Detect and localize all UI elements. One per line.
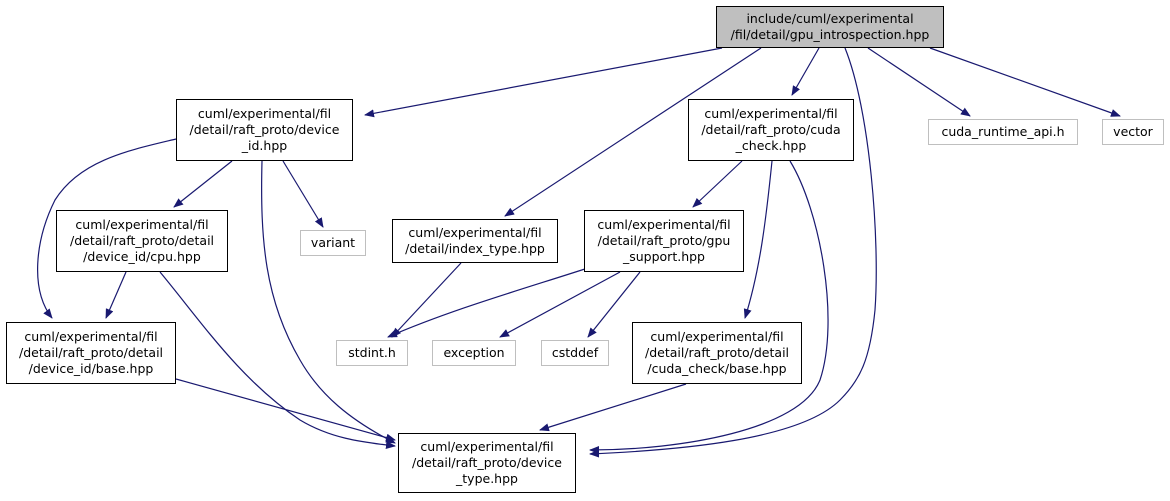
edge-cuda-check-to-cuda-check-base	[743, 160, 773, 319]
node-label: variant	[310, 235, 356, 250]
edge-gpu-introspection-to-device-id	[364, 47, 723, 118]
edge-device-id-cpu-to-device-type	[159, 271, 396, 449]
edge-gpu-introspection-to-cuda-check	[791, 47, 820, 96]
node-cuda-runtime-api-h: cuda_runtime_api.h	[928, 119, 1078, 145]
node-gpu-support-hpp[interactable]: cuml/experimental/fil /detail/raft_proto…	[584, 210, 744, 272]
node-vector: vector	[1102, 119, 1164, 145]
node-label: exception	[443, 345, 505, 360]
node-gpu-introspection-hpp[interactable]: include/cuml/experimental /fil/detail/gp…	[716, 6, 944, 48]
node-label: cstddef	[551, 345, 599, 360]
edge-device-id-to-device-id-cpu	[173, 160, 233, 208]
edge-device-id-cpu-to-device-id-base	[105, 271, 127, 319]
node-label: cuda_runtime_api.h	[941, 124, 1065, 139]
edge-cuda-check-to-device-type	[589, 160, 829, 454]
node-label: vector	[1113, 124, 1153, 139]
node-label: cuml/experimental/fil /detail/raft_proto…	[644, 329, 790, 376]
edge-cuda-check-base-to-device-type	[539, 383, 687, 432]
node-label: cuml/experimental/fil /detail/raft_proto…	[597, 217, 731, 264]
edge-device-id-to-variant	[282, 160, 324, 228]
edge-cuda-check-to-gpu-support	[692, 160, 743, 208]
node-device-id-cpu-hpp[interactable]: cuml/experimental/fil /detail/raft_proto…	[56, 210, 228, 272]
edge-device-id-base-to-device-type	[175, 378, 396, 442]
node-device-id-hpp[interactable]: cuml/experimental/fil /detail/raft_proto…	[176, 99, 353, 161]
node-stdint-h: stdint.h	[336, 340, 408, 366]
node-label: cuml/experimental/fil /detail/raft_proto…	[18, 329, 164, 376]
node-label: cuml/experimental/fil /detail/raft_proto…	[189, 106, 340, 153]
node-label: cuml/experimental/fil /detail/index_type…	[405, 225, 545, 256]
edge-index-type-to-stdint	[391, 262, 462, 338]
edge-gpu-introspection-to-index-type	[504, 47, 762, 217]
node-label: cuml/experimental/fil /detail/raft_proto…	[412, 439, 562, 486]
edge-gpu-support-to-stdint	[387, 267, 589, 338]
edge-device-id-to-device-id-base	[37, 138, 177, 319]
edge-gpu-introspection-to-vector	[929, 47, 1121, 117]
node-cuda-check-hpp[interactable]: cuml/experimental/fil /detail/raft_proto…	[688, 99, 854, 161]
edge-gpu-introspection-to-device-type	[589, 47, 877, 458]
edge-layer	[37, 47, 1121, 458]
node-label: stdint.h	[348, 345, 396, 360]
node-variant: variant	[300, 230, 366, 256]
node-label: cuml/experimental/fil /detail/raft_proto…	[701, 106, 841, 153]
edge-gpu-support-to-cstddef	[587, 271, 641, 338]
node-cstddef: cstddef	[541, 340, 609, 366]
node-label: include/cuml/experimental /fil/detail/gp…	[730, 11, 930, 42]
node-exception: exception	[432, 340, 516, 366]
node-index-type-hpp[interactable]: cuml/experimental/fil /detail/index_type…	[392, 219, 558, 263]
node-device-id-base-hpp[interactable]: cuml/experimental/fil /detail/raft_proto…	[6, 322, 176, 384]
edge-device-id-to-device-type	[261, 160, 396, 444]
node-label: cuml/experimental/fil /detail/raft_proto…	[69, 217, 215, 264]
node-device-type-hpp[interactable]: cuml/experimental/fil /detail/raft_proto…	[398, 433, 576, 493]
edge-gpu-support-to-exception	[499, 271, 621, 338]
node-cuda-check-base-hpp[interactable]: cuml/experimental/fil /detail/raft_proto…	[632, 322, 802, 384]
edge-gpu-introspection-to-cuda-runtime-api	[867, 47, 971, 117]
